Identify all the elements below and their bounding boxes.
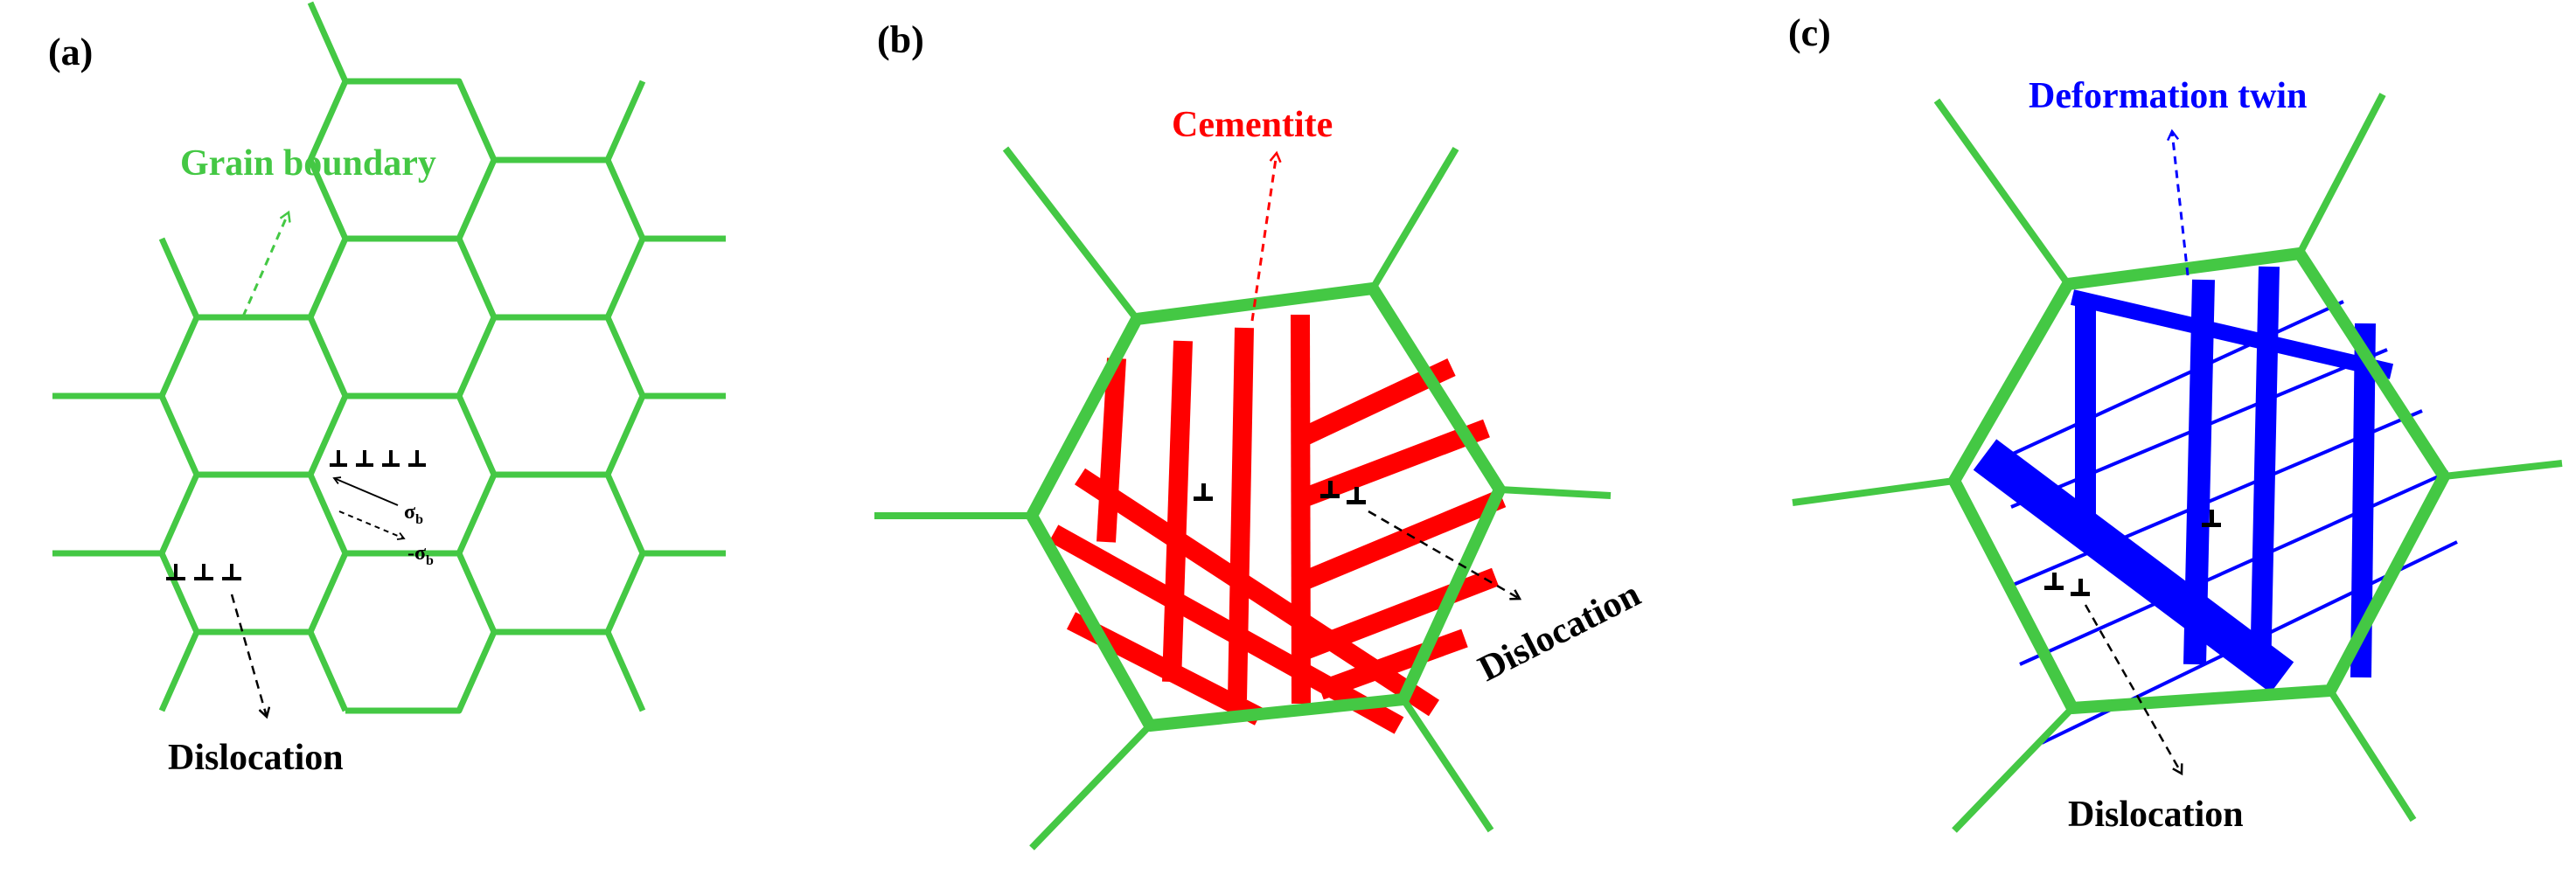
grain-boundary-arrow — [241, 212, 289, 317]
sigma-b-arrow — [332, 476, 399, 506]
grain-spokes-b — [874, 146, 1612, 851]
sigma-b-label: σb — [404, 501, 423, 527]
dislocation-arrow-a — [230, 594, 267, 717]
panel-c-tag: (c) — [1788, 11, 1831, 54]
panel-c: (c) — [1788, 11, 2563, 835]
panel-a-tag: (a) — [48, 31, 93, 73]
grain-network-a — [52, 1, 726, 714]
grain-spokes-c — [1792, 93, 2563, 833]
twin-thick-bands — [1973, 266, 2394, 693]
grain-boundary-label: Grain boundary — [180, 143, 436, 184]
dislocation-pileup-c — [2044, 573, 2090, 596]
panel-b-tag: (b) — [877, 18, 924, 61]
panel-a: (a) Grain boundary — [48, 1, 726, 778]
dislocation-pileup-a1 — [330, 450, 426, 467]
dislocation-b1 — [1194, 483, 1213, 501]
dislocation-label-b: Dislocation — [1472, 574, 1647, 690]
cementite-label: Cementite — [1172, 105, 1333, 145]
panel-b: (b) Cement — [874, 18, 1647, 851]
neg-sigma-b-label: -σb — [407, 542, 434, 568]
cementite-arrow — [1250, 153, 1277, 322]
dislocation-label-a: Dislocation — [168, 738, 344, 778]
dislocation-c1 — [2202, 510, 2221, 527]
dislocation-arrow-c — [2084, 604, 2182, 774]
dislocation-label-c: Dislocation — [2068, 795, 2244, 835]
deformation-twin-label: Deformation twin — [2029, 76, 2307, 116]
neg-sigma-b-arrow — [338, 510, 406, 540]
deformation-twin-arrow — [2172, 131, 2190, 276]
dislocation-pileup-b — [1320, 481, 1366, 504]
dislocation-pileup-a2 — [166, 564, 241, 580]
